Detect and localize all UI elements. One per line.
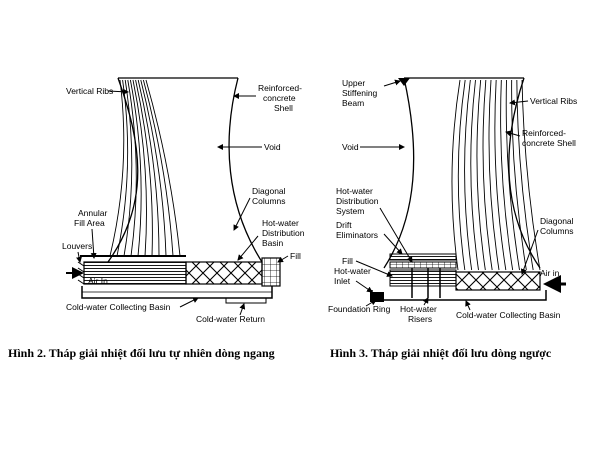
figure1-label-vertical-ribs: Vertical Ribs bbox=[66, 86, 113, 96]
rib-line bbox=[135, 79, 153, 257]
figure2-stiffening-beam bbox=[398, 78, 410, 86]
figure1-label-void: Void bbox=[264, 142, 281, 152]
figure2-label-risers-2: Risers bbox=[408, 314, 432, 324]
rib-line bbox=[129, 79, 142, 257]
figure2-label-drift-2: Eliminators bbox=[336, 230, 378, 240]
figure1-label-shell-2: concrete bbox=[263, 93, 296, 103]
figure2-risers bbox=[411, 268, 441, 298]
figure1-shell bbox=[107, 77, 263, 263]
figure2-label-inlet-1: Hot-water bbox=[334, 266, 371, 276]
figure2-label-foundation: Foundation Ring bbox=[328, 304, 391, 314]
figure2-drift-eliminators bbox=[389, 253, 457, 261]
figure1-diagonal-columns bbox=[185, 261, 263, 285]
figure1-label-hotwater-2: Distribution bbox=[262, 228, 305, 238]
figure1-label-fill: Fill bbox=[290, 251, 301, 261]
figure2-label-diagonal-1: Diagonal bbox=[540, 216, 574, 226]
figure2-label-diagonal-2: Columns bbox=[540, 226, 574, 236]
figure2-hot-water-distribution bbox=[389, 261, 457, 269]
figure1-crossflow-tower: Vertical Ribs Reinforced- concrete Shell… bbox=[62, 77, 305, 324]
figure2-label-hotdist-3: System bbox=[336, 206, 364, 216]
figure1-label-cold-basin: Cold-water Collecting Basin bbox=[66, 302, 171, 312]
rib-line bbox=[116, 79, 129, 257]
figure1-label-hotwater-3: Basin bbox=[262, 238, 284, 248]
figure2-vertical-ribs bbox=[451, 79, 541, 271]
figure1-label-shell-1: Reinforced- bbox=[258, 83, 302, 93]
figure1-label-annular-2: Fill Area bbox=[74, 218, 105, 228]
figure2-shell bbox=[383, 77, 541, 269]
figure2-cold-water-basin bbox=[371, 290, 547, 301]
rib-line bbox=[145, 79, 181, 257]
figure1-caption: Hình 2. Tháp giải nhiệt đối lưu tự nhiên… bbox=[8, 346, 275, 360]
figure1-vertical-ribs bbox=[109, 79, 181, 257]
rib-line bbox=[109, 79, 125, 257]
figure2-counterflow-tower: Upper Stiffening Beam Vertical Ribs Rein… bbox=[328, 77, 577, 324]
figure1-label-annular-1: Annular bbox=[78, 208, 107, 218]
figure1-label-diagonal-2: Columns bbox=[252, 196, 286, 206]
figure2-label-shell-1: Reinforced- bbox=[522, 128, 566, 138]
figure1-label-shell-3: Shell bbox=[274, 103, 293, 113]
figure1-label-hotwater-1: Hot-water bbox=[262, 218, 299, 228]
rib-line bbox=[470, 79, 479, 271]
figure2-label-upper-1: Upper bbox=[342, 78, 365, 88]
figure2-foundation-ring bbox=[370, 292, 384, 302]
rib-line bbox=[494, 79, 507, 271]
rib-line bbox=[476, 79, 486, 271]
rib-line bbox=[123, 79, 133, 257]
rib-line bbox=[127, 79, 137, 257]
rib-line bbox=[140, 79, 167, 257]
figure2-label-vertical-ribs: Vertical Ribs bbox=[530, 96, 577, 106]
rib-line bbox=[137, 79, 160, 257]
rib-line bbox=[132, 79, 147, 257]
figure2-label-hotdist-1: Hot-water bbox=[336, 186, 373, 196]
figure1-hot-water-basin bbox=[261, 257, 281, 287]
figure2-label-upper-2: Stiffening bbox=[342, 88, 378, 98]
figure2-fill bbox=[389, 269, 457, 287]
rib-line bbox=[142, 79, 174, 257]
rib-line bbox=[488, 79, 500, 271]
rib-line bbox=[457, 79, 466, 271]
figure1-label-air-in: Air In bbox=[88, 276, 108, 286]
rib-line bbox=[511, 79, 527, 271]
rib-line bbox=[521, 79, 541, 271]
rib-line bbox=[500, 79, 514, 271]
rib-line bbox=[451, 79, 461, 271]
figure2-label-inlet-2: Inlet bbox=[334, 276, 351, 286]
figure2-diagonal-columns bbox=[455, 271, 541, 291]
figure2-label-shell-2: concrete Shell bbox=[522, 138, 576, 148]
figure2-label-risers-1: Hot-water bbox=[400, 304, 437, 314]
figure1-label-diagonal-1: Diagonal bbox=[252, 186, 286, 196]
figure1-label-louvers: Louvers bbox=[62, 241, 92, 251]
rib-line bbox=[464, 79, 473, 271]
figure2-label-hotdist-2: Distribution bbox=[336, 196, 379, 206]
figure2-caption: Hình 3. Tháp giải nhiệt đối lưu dòng ngư… bbox=[330, 346, 552, 360]
figure2-label-upper-3: Beam bbox=[342, 98, 364, 108]
figure2-label-void: Void bbox=[342, 142, 359, 152]
rib-line bbox=[482, 79, 493, 271]
figure2-label-air-in: Air in bbox=[540, 268, 560, 278]
figure2-label-fill: Fill bbox=[342, 256, 353, 266]
figure2-label-cold-basin: Cold-water Collecting Basin bbox=[456, 310, 561, 320]
figure1-label-cold-return: Cold-water Return bbox=[196, 314, 265, 324]
figure2-label-drift-1: Drift bbox=[336, 220, 352, 230]
rib-line bbox=[505, 79, 520, 271]
